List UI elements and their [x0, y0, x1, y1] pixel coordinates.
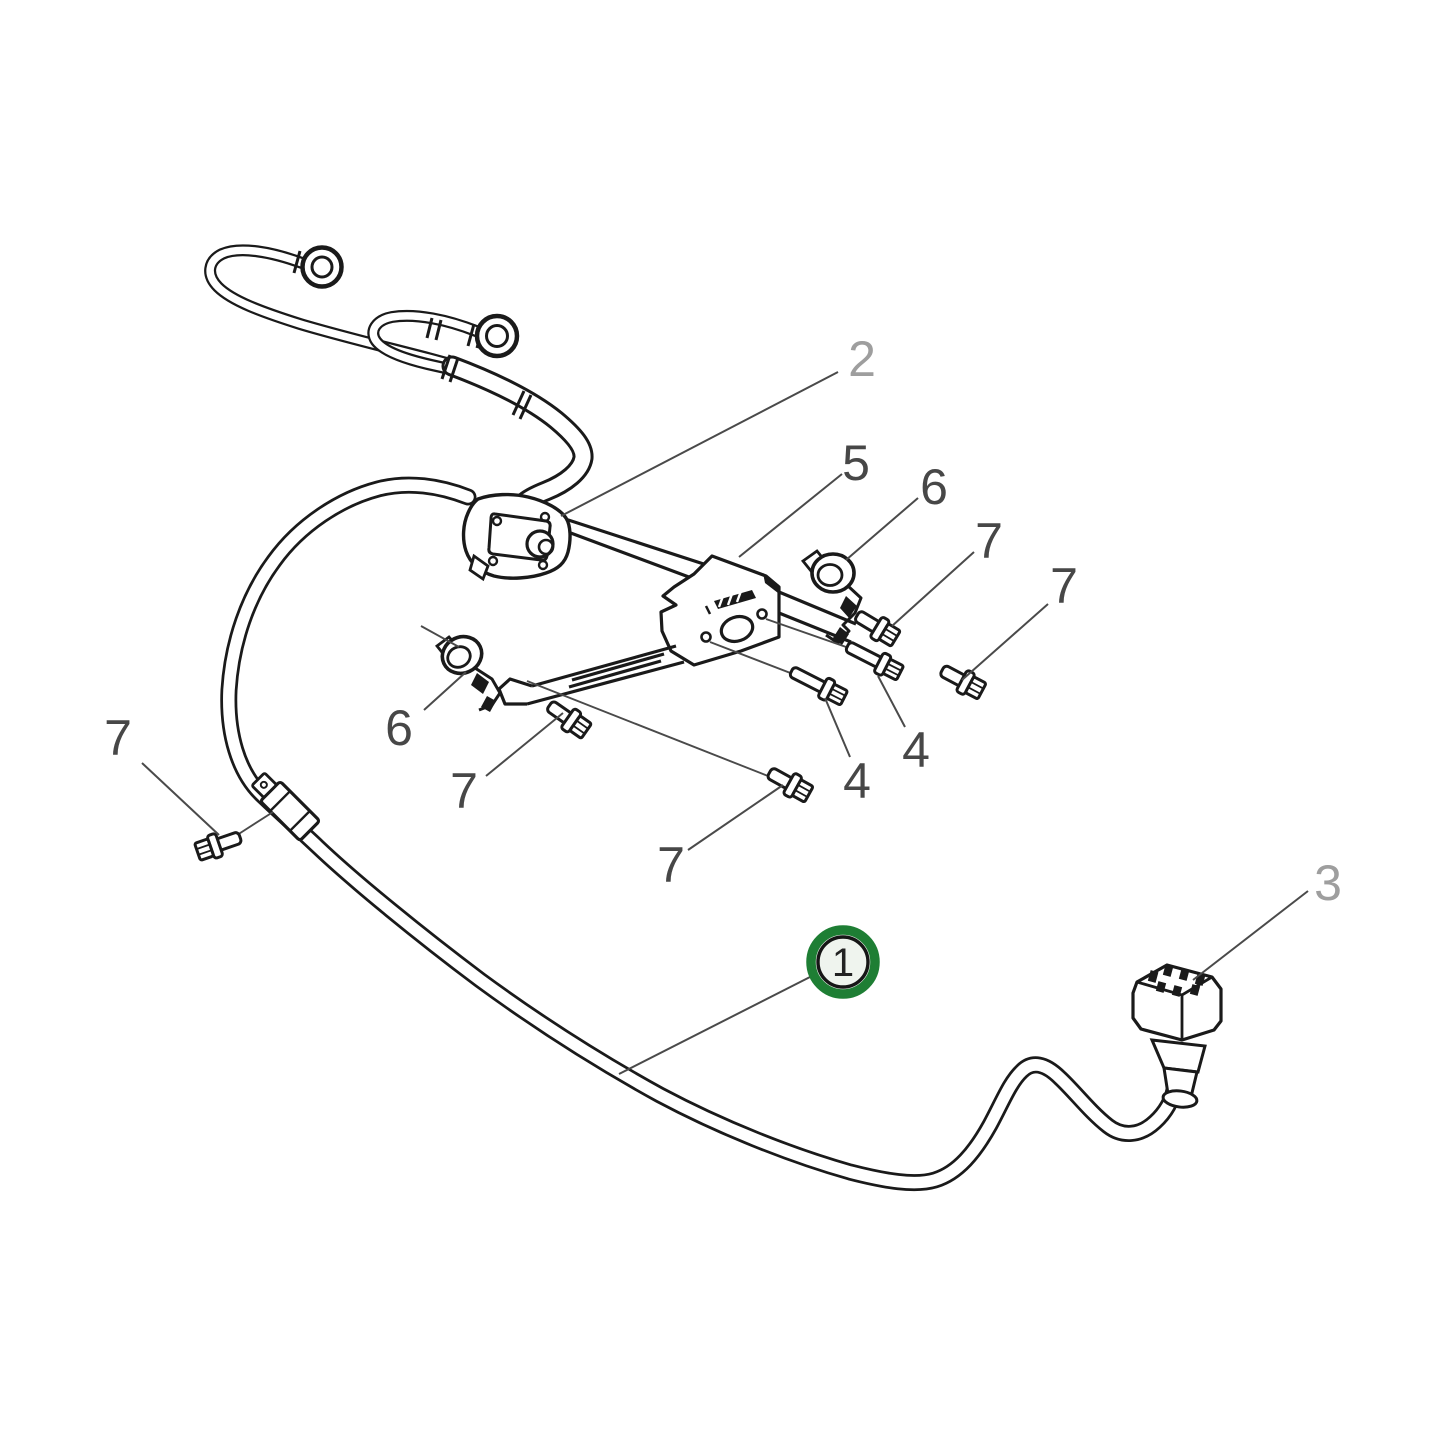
connector-pins	[1147, 964, 1206, 997]
ring-terminal-lower	[474, 313, 520, 359]
leader-part1	[618, 976, 811, 1075]
callout-1: 1	[832, 941, 854, 985]
starter-terminal-block	[461, 492, 572, 582]
flange-bolt-lower	[541, 694, 595, 743]
leader-part6-lower	[423, 671, 467, 711]
callout-7-bracket-upper[interactable]: 7	[975, 513, 1003, 569]
callout-6-lower[interactable]: 6	[385, 700, 413, 756]
callout-7-arm[interactable]: 7	[657, 837, 685, 893]
leader-part5	[738, 473, 843, 558]
part-1-badge-inner-circle	[816, 935, 870, 989]
plate-hole-left	[700, 631, 712, 643]
assembly-axis-lines	[233, 618, 850, 838]
callout-2[interactable]: 2	[848, 331, 876, 387]
leader-part7-bracket-right	[961, 603, 1049, 681]
callout-7-clamp[interactable]: 7	[104, 710, 132, 766]
part-1-badge-ring	[806, 925, 880, 999]
flange-bolt-clamp	[192, 824, 246, 865]
plate-hole-right	[756, 608, 768, 620]
plate-oval-hole	[719, 614, 755, 644]
long-bolt-b	[840, 634, 907, 685]
callout-3[interactable]: 3	[1314, 855, 1342, 911]
main-cable	[220, 476, 1183, 1192]
cable-clip-lower	[435, 634, 502, 712]
flange-bolt-arm	[762, 760, 817, 807]
leader-part7-lower	[485, 712, 564, 777]
callout-6-upper[interactable]: 6	[920, 459, 948, 515]
cable-clamp	[251, 772, 321, 842]
flange-bolt-bracket-right	[935, 658, 990, 704]
callout-4-b[interactable]: 4	[902, 722, 930, 778]
bracket-plate	[659, 554, 781, 667]
callout-4-a[interactable]: 4	[843, 753, 871, 809]
cable-clip-upper	[800, 549, 863, 645]
ring-terminal-upper	[300, 245, 344, 289]
leader-part6-upper	[845, 497, 919, 561]
leader-lines	[141, 371, 1309, 1075]
plate-corner-notch	[763, 573, 779, 593]
callout-7-bracket-right[interactable]: 7	[1050, 558, 1078, 614]
long-bolt-a	[784, 659, 851, 710]
connector-boot-ring	[1161, 1089, 1199, 1109]
callout-labels: 2 5 6 7 7 4 4 7 7 6 7 3	[104, 331, 1342, 911]
callout-7-lower[interactable]: 7	[450, 763, 478, 819]
leader-part4-a	[824, 697, 851, 758]
callout-5[interactable]: 5	[842, 435, 870, 491]
part-1-badge[interactable]: 1	[806, 925, 880, 999]
battery-lead-cables	[204, 244, 594, 514]
leader-part7-clamp	[141, 762, 220, 836]
leader-part7-bracket-upper	[891, 551, 975, 627]
leader-part2	[560, 371, 839, 517]
plate-label-slot	[714, 590, 756, 609]
connector	[1131, 963, 1223, 1109]
leader-part3	[1192, 890, 1309, 981]
leader-part4-b	[877, 675, 906, 728]
connector-body	[1131, 963, 1223, 1042]
flange-bolt-bracket-upper	[849, 603, 904, 651]
leader-part7-arm	[687, 784, 784, 851]
bracket-lower-arm	[497, 644, 685, 706]
